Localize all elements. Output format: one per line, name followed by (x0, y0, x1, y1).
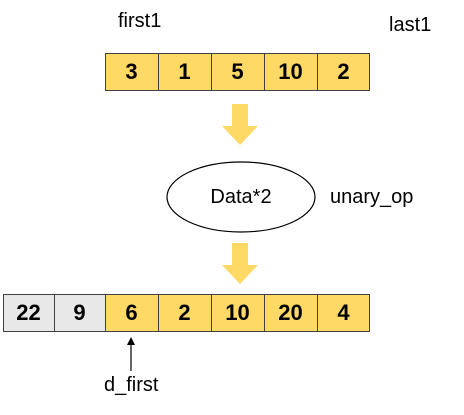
operation-node: Data*2 (165, 160, 317, 239)
unary-op-label: unary_op (330, 186, 414, 208)
last1-label: last1 (389, 14, 432, 36)
input-array-grid (105, 53, 370, 91)
input-cell-1: 1 (158, 53, 211, 91)
input-array: 3 1 5 10 2 (105, 53, 370, 91)
input-cell-3: 10 (264, 53, 317, 91)
output-cell-1: 9 (54, 294, 105, 332)
input-cell-2: 5 (211, 53, 264, 91)
output-array: 22 9 6 2 10 20 4 (3, 294, 370, 332)
pointer-arrow-icon (124, 337, 138, 376)
down-arrow-icon (220, 104, 260, 146)
output-cell-2: 6 (105, 294, 158, 332)
first1-label: first1 (118, 10, 162, 32)
output-cell-0: 22 (3, 294, 54, 332)
output-cell-6: 4 (317, 294, 370, 332)
down-arrow-icon (220, 243, 260, 285)
output-cell-5: 20 (264, 294, 317, 332)
input-cell-4: 2 (317, 53, 370, 91)
output-cell-3: 2 (158, 294, 211, 332)
output-cell-4: 10 (211, 294, 264, 332)
output-array-grid (3, 294, 370, 332)
d-first-label: d_first (104, 374, 159, 396)
operation-text: Data*2 (210, 186, 272, 208)
input-cell-0: 3 (105, 53, 158, 91)
